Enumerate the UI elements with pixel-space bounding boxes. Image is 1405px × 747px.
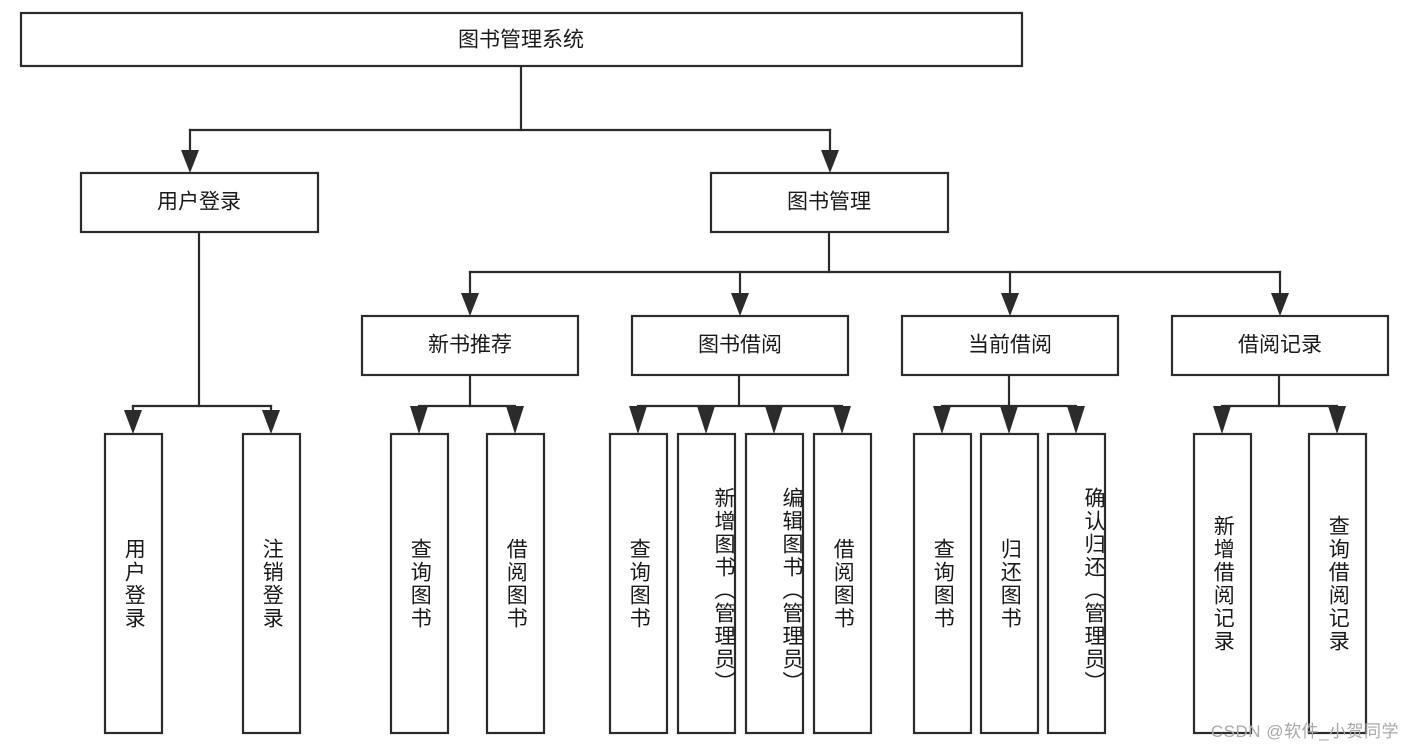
node-leaf-borrow-book-2[interactable] [812,432,873,735]
connector-userlogin-to-leaves [124,231,280,434]
node-borrow-record[interactable] [1170,314,1390,377]
arrow-head-leaf-edit-book [765,406,783,434]
arrow-head-borrow-record [1271,293,1289,316]
arrow-head-leaf-query-book-2 [629,406,647,434]
node-root-label: 图书管理系统 [458,29,584,52]
node-leaf-query-book-1[interactable] [389,432,450,735]
arrow-head-user-login [181,150,199,173]
connector-root-to-level2 [181,65,839,173]
node-borrow-record-label: 借阅记录 [1238,334,1322,357]
watermark-text: CSDN @软件_小贺同学 [1210,722,1399,741]
node-leaf-logout-login[interactable] [241,432,302,735]
arrow-head-leaf-return-book [1000,406,1018,434]
arrow-head-leaf-query-book-3 [933,406,951,434]
node-leaf-return-book[interactable] [979,432,1040,735]
node-leaf-query-record[interactable] [1307,432,1368,735]
arrow-head-leaf-add-record [1213,406,1231,434]
connector-bookborrow-to-leaves [629,373,851,434]
arrow-head-leaf-query-book-1 [410,406,428,434]
arrow-head-leaf-borrow-book-2 [833,406,851,434]
arrow-head-leaf-logout-login [262,410,280,434]
node-leaf-add-book[interactable] [676,432,737,735]
node-book-borrow[interactable] [630,314,850,377]
node-leaf-edit-book[interactable] [744,432,805,735]
connector-borrowrecord-to-leaves [1213,373,1346,434]
arrow-head-current-borrow [1001,293,1019,316]
node-leaf-query-book-2[interactable] [608,432,669,735]
node-book-manage[interactable] [709,171,950,234]
arrow-head-book-manage [821,150,839,173]
arrow-head-new-book [461,293,479,316]
arrow-head-leaf-add-book [697,406,715,434]
node-user-login[interactable] [79,171,320,234]
node-current-borrow-label: 当前借阅 [968,334,1052,357]
connector-currentborrow-to-leaves [933,373,1085,434]
node-current-borrow[interactable] [900,314,1120,377]
arrow-head-leaf-query-record [1328,406,1346,434]
arrow-head-leaf-user-login [124,410,142,434]
connector-bookmanage-to-level3 [461,231,1289,316]
connector-newbook-to-leaves [410,373,524,434]
node-book-manage-label: 图书管理 [787,191,871,214]
arrow-head-leaf-borrow-book-1 [506,406,524,434]
arrow-head-book-borrow [731,293,749,316]
node-new-book-recommend[interactable] [360,314,580,377]
node-book-borrow-label: 图书借阅 [698,334,782,357]
node-root[interactable] [19,11,1024,68]
node-leaf-confirm-return[interactable] [1046,432,1107,735]
node-new-book-recommend-label: 新书推荐 [428,334,512,357]
node-user-login-label: 用户登录 [157,191,241,214]
node-leaf-add-record[interactable] [1192,432,1253,735]
node-leaf-borrow-book-1[interactable] [485,432,546,735]
node-leaf-query-book-3[interactable] [912,432,973,735]
arrow-head-leaf-confirm-return [1067,406,1085,434]
node-leaf-user-login[interactable] [103,432,164,735]
